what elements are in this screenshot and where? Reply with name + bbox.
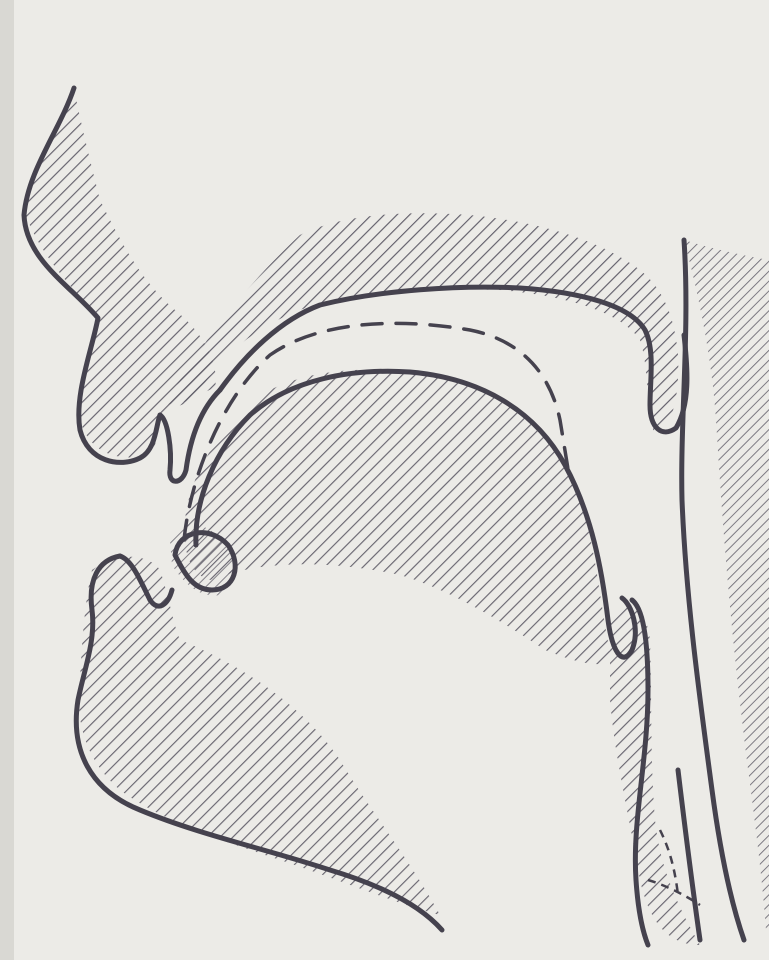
vocal-tract-diagram [0, 0, 769, 960]
